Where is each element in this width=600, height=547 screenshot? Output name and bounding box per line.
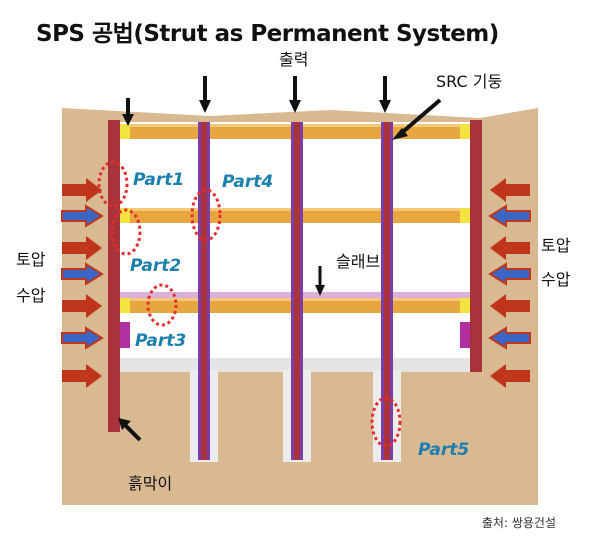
water-pressure-left-label: 수압	[16, 286, 46, 305]
part5-label: Part5	[418, 440, 470, 460]
src-column-3	[381, 122, 393, 460]
highlight-circles	[97, 160, 402, 448]
part3-label: Part3	[135, 331, 187, 351]
pressure-arrows-right	[488, 178, 531, 388]
earth-pressure-left-label: 토압	[16, 250, 46, 269]
part1-label: Part1	[133, 170, 185, 190]
retaining-wall-right	[470, 120, 482, 372]
source-credit: 출처: 쌍용건설	[481, 516, 556, 530]
src-column-pointer	[392, 98, 442, 140]
output-label: 출력	[279, 50, 309, 69]
load-arrows	[122, 76, 391, 126]
slab-label: 슬래브	[336, 252, 381, 271]
retaining-wall-left	[108, 120, 120, 432]
part1-circle	[97, 160, 129, 208]
diagram-title: SPS 공법(Strut as Permanent System)	[36, 21, 499, 47]
part2-circle	[110, 208, 142, 256]
part4-circle	[190, 188, 222, 242]
part2-label: Part2	[130, 256, 182, 276]
water-pressure-right-label: 수압	[541, 270, 571, 289]
retaining-wall-label: 흙막이	[128, 474, 173, 493]
pressure-arrows-left	[61, 178, 104, 388]
corner-block-right	[460, 322, 472, 348]
src-column-2	[291, 122, 303, 460]
part5-circle	[370, 396, 402, 448]
earth-pressure-right-label: 토압	[541, 236, 571, 255]
src-column-1	[198, 122, 210, 460]
part4-label: Part4	[222, 172, 274, 192]
retaining-wall-pointer	[118, 418, 142, 442]
corner-block-left	[118, 322, 130, 348]
part3-circle	[146, 283, 178, 327]
src-column-label: SRC 기둥	[436, 72, 503, 91]
slab-pointer	[315, 266, 325, 296]
